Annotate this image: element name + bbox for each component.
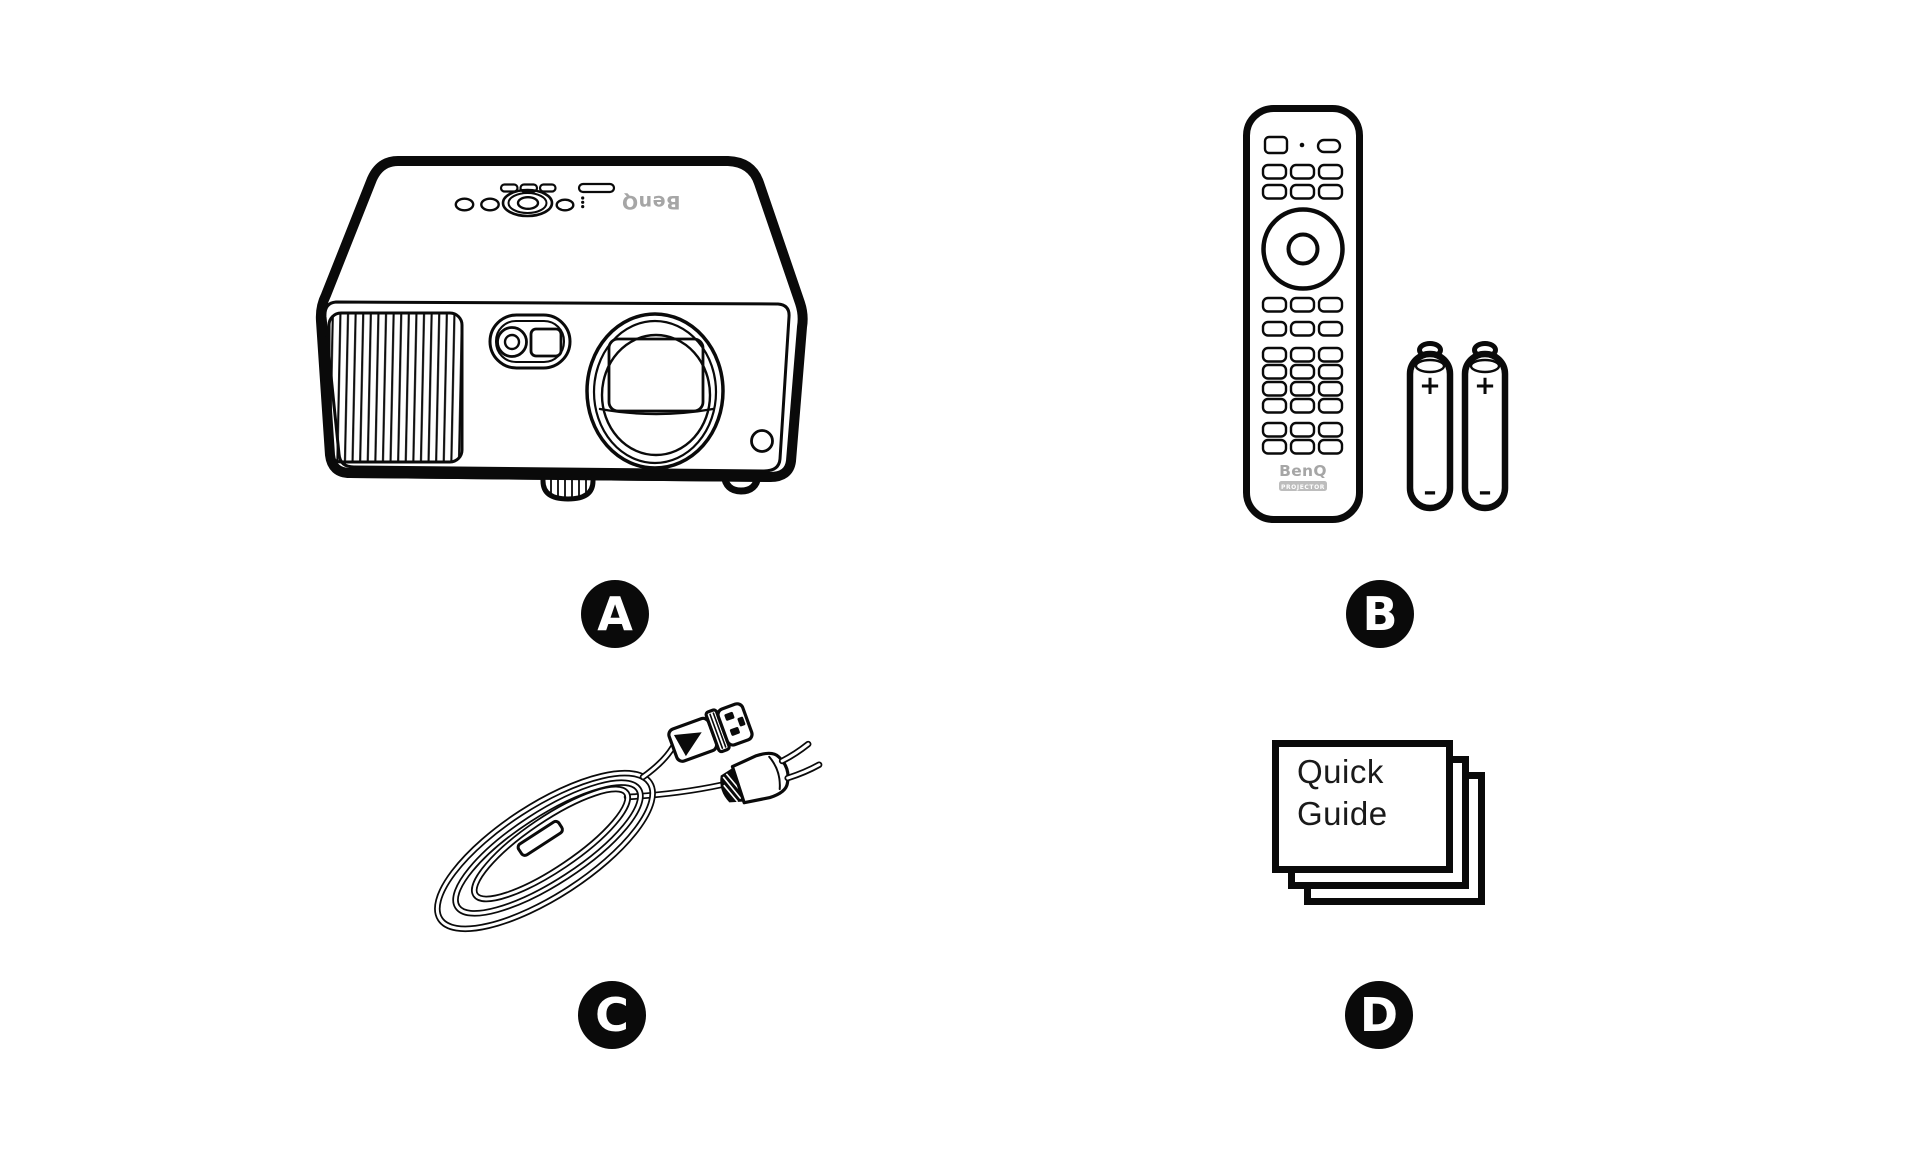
quick-guide-cover: Quick Guide [1272, 740, 1453, 873]
svg-text:–: – [1479, 477, 1492, 507]
focus-slider [577, 182, 616, 194]
svg-text:+: + [1474, 371, 1496, 401]
dpad [1261, 207, 1345, 291]
remote-body [1243, 105, 1363, 523]
c13-connector [667, 702, 754, 763]
indicator-led [1299, 142, 1305, 148]
adjuster-foot [540, 471, 596, 502]
projector-illustration: BenQ [315, 156, 808, 502]
battery-minus: – [1424, 477, 1437, 507]
battery-illustration: + – [1406, 341, 1454, 512]
vent-grille [327, 311, 464, 464]
control-panel: BenQ [454, 182, 681, 218]
power-plug [720, 740, 823, 805]
quick-guide-title: Quick Guide [1297, 753, 1388, 832]
cable-coil [434, 743, 725, 933]
power-cord-illustration [434, 702, 823, 933]
source-button [1316, 138, 1342, 154]
dpad-buttons [501, 188, 554, 218]
speaker-dots [581, 196, 585, 209]
ir-receiver [750, 429, 774, 453]
rear-foot [720, 471, 762, 495]
cable-tie [516, 819, 564, 857]
batteries-illustration: + – + – [1406, 341, 1509, 512]
sensor-module [488, 313, 572, 370]
remote-logo: BenQ [1279, 462, 1327, 480]
item-label-c: C [578, 981, 646, 1049]
item-label-a: A [581, 580, 649, 648]
battery-plus: + [1419, 371, 1441, 401]
projector-front-face [323, 300, 791, 473]
power-button [1263, 135, 1289, 155]
projector-lens [585, 312, 725, 470]
battery-illustration: + – [1461, 341, 1509, 512]
item-label-b: B [1346, 580, 1414, 648]
remote-control-illustration: BenQ PROJECTOR [1243, 105, 1363, 523]
remote-badge: PROJECTOR [1279, 481, 1327, 491]
projector-logo: BenQ [621, 191, 680, 213]
svg-text:PROJECTOR: PROJECTOR [1281, 484, 1325, 491]
item-label-d: D [1345, 981, 1413, 1049]
